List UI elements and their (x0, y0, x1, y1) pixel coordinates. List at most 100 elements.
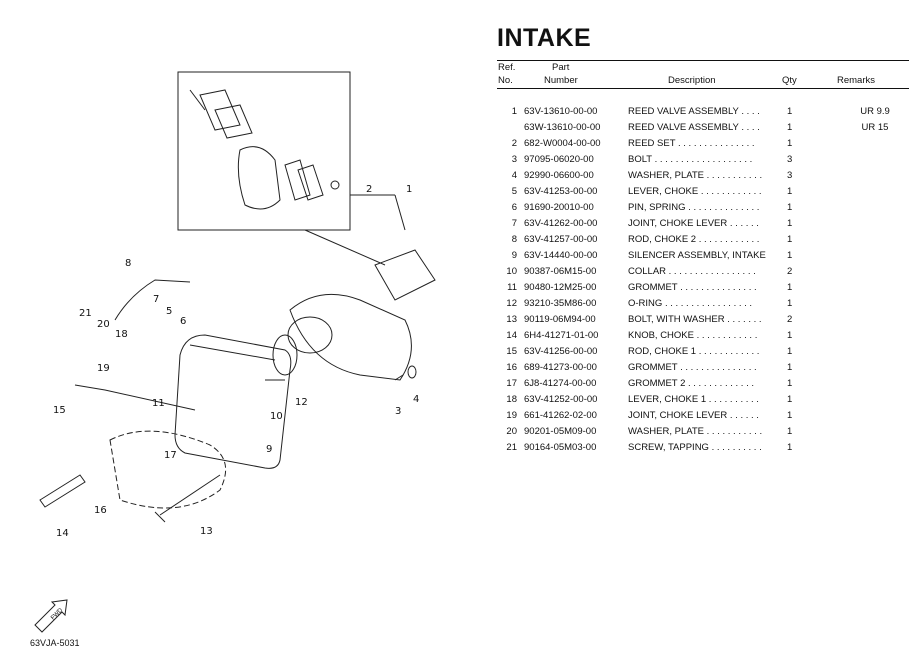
ref-cell: 18 (506, 393, 517, 405)
part-number-cell: 63W-13610-00-00 (524, 121, 601, 133)
ref-cell: 1 (511, 105, 517, 117)
choke-knob (39, 474, 86, 508)
header-remarks: Remarks (837, 75, 876, 86)
description-cell: GROMMET . . . . . . . . . . . . . . . (628, 281, 757, 293)
table-row: 11 90480-12M25-00 GROMMET . . . . . . . . … (497, 279, 915, 295)
remarks-cell (835, 167, 915, 183)
qty-cell: 1 (787, 281, 793, 293)
header-top-rule (497, 60, 909, 61)
qty-cell: 1 (787, 249, 793, 261)
description-cell: LEVER, CHOKE 1 . . . . . . . . . . (628, 393, 759, 405)
remarks-cell (835, 247, 915, 263)
remarks-cell (835, 359, 915, 375)
ref-cell: 15 (506, 345, 517, 357)
header-ref-line2: No. (498, 75, 513, 86)
ref-cell: 8 (511, 233, 517, 245)
callout-15: 15 (53, 405, 66, 416)
callout-9: 9 (266, 444, 272, 455)
part-number-cell: 661-41262-02-00 (524, 409, 597, 421)
qty-cell: 1 (787, 361, 793, 373)
qty-cell: 1 (787, 201, 793, 213)
ref-cell: 16 (506, 361, 517, 373)
callout-21: 21 (79, 308, 92, 319)
qty-cell: 1 (787, 137, 793, 149)
part-number-cell: 90119-06M94-00 (524, 313, 596, 325)
callout-14: 14 (56, 528, 69, 539)
remarks-cell (835, 263, 915, 279)
diagram-linework (34, 71, 436, 633)
callout-6: 6 (180, 316, 186, 327)
qty-cell: 1 (787, 393, 793, 405)
fwd-arrow (34, 599, 68, 633)
description-cell: COLLAR . . . . . . . . . . . . . . . . . (628, 265, 756, 277)
ref-cell: 11 (507, 281, 517, 293)
crankcase (289, 293, 412, 381)
description-cell: REED SET . . . . . . . . . . . . . . . (628, 137, 755, 149)
callout-10: 10 (270, 411, 283, 422)
header-part-line1: Part (552, 62, 570, 73)
callout-5: 5 (166, 306, 172, 317)
description-cell: WASHER, PLATE . . . . . . . . . . . (628, 425, 763, 437)
qty-cell: 1 (787, 105, 793, 117)
part-number-cell: 90164-05M03-00 (524, 441, 597, 453)
qty-cell: 1 (787, 185, 793, 197)
callout-12: 12 (295, 397, 308, 408)
description-cell: ROD, CHOKE 1 . . . . . . . . . . . . (628, 345, 760, 357)
ref-cell: 4 (511, 169, 517, 181)
table-row: 8 63V-41257-00-00 ROD, CHOKE 2 . . . . . .… (497, 231, 915, 247)
qty-cell: 1 (787, 377, 793, 389)
part-number-cell: 63V-41252-00-00 (524, 393, 598, 405)
description-cell: WASHER, PLATE . . . . . . . . . . . (628, 169, 763, 181)
part-number-cell: 90480-12M25-00 (524, 281, 597, 293)
header-part-line2: Number (544, 75, 578, 86)
reed-plates (199, 89, 253, 139)
qty-cell: 1 (787, 217, 793, 229)
description-cell: REED VALVE ASSEMBLY . . . . (628, 105, 760, 117)
table-row: 6 91690-20010-00 PIN, SPRING . . . . . . .… (497, 199, 915, 215)
ref-cell: 13 (506, 313, 517, 325)
ref-cell: 17 (506, 377, 517, 389)
qty-cell: 2 (787, 313, 793, 325)
description-cell: KNOB, CHOKE . . . . . . . . . . . . (628, 329, 758, 341)
page-title: INTAKE (497, 24, 592, 52)
part-number-cell: 689-41273-00-00 (524, 361, 597, 373)
callout-2: 2 (366, 184, 372, 195)
qty-cell: 1 (787, 345, 793, 357)
description-cell: ROD, CHOKE 2 . . . . . . . . . . . . (628, 233, 760, 245)
ref-cell: 2 (511, 137, 517, 149)
remarks-cell (835, 215, 915, 231)
remarks-cell (835, 151, 915, 167)
qty-cell: 1 (787, 425, 793, 437)
remarks-cell (835, 199, 915, 215)
callout-11: 11 (152, 398, 165, 409)
description-cell: SILENCER ASSEMBLY, INTAKE (628, 249, 766, 261)
qty-cell: 1 (787, 409, 793, 421)
qty-cell: 1 (787, 297, 793, 309)
ref-cell: 6 (511, 201, 517, 213)
qty-cell: 2 (787, 265, 793, 277)
remarks-cell (835, 439, 915, 455)
part-number-cell: 63V-41253-00-00 (524, 185, 598, 197)
remarks-cell (835, 295, 915, 311)
diagram-code: 63VJA-5031 (30, 638, 80, 648)
part-number-cell: 63V-41257-00-00 (524, 233, 598, 245)
qty-cell: 1 (787, 233, 793, 245)
description-cell: GROMMET 2 . . . . . . . . . . . . . (628, 377, 754, 389)
part-number-cell: 91690-20010-00 (524, 201, 594, 213)
part-number-cell: 63V-41262-00-00 (524, 217, 598, 229)
description-cell: PIN, SPRING . . . . . . . . . . . . . . (628, 201, 760, 213)
description-cell: JOINT, CHOKE LEVER . . . . . . (628, 409, 759, 421)
description-cell: GROMMET . . . . . . . . . . . . . . . (628, 361, 757, 373)
